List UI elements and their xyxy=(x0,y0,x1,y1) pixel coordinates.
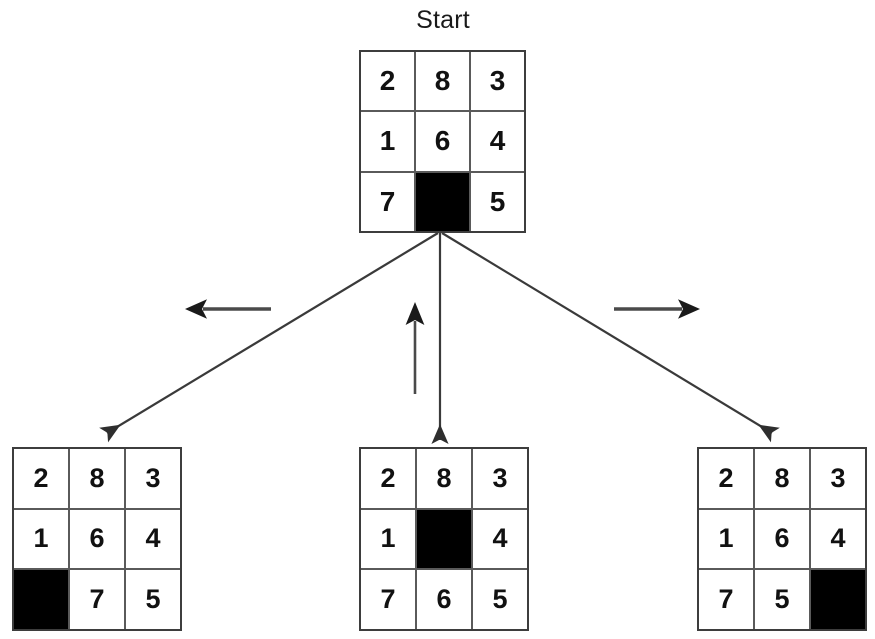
start-cell-2-2: 5 xyxy=(471,172,524,231)
start-cell-1-1: 6 xyxy=(416,112,469,171)
right-cell-1-1: 6 xyxy=(755,509,809,569)
right-cell-1-2: 4 xyxy=(811,509,865,569)
left-cell-2-1: 7 xyxy=(70,570,124,629)
successor-up-grid: 2 8 3 1 4 7 6 5 xyxy=(359,447,529,631)
right-cell-2-1: 5 xyxy=(755,570,809,629)
left-cell-0-1: 8 xyxy=(70,449,124,508)
start-label: Start xyxy=(416,6,470,34)
middle-cell-0-2: 3 xyxy=(473,449,527,508)
left-cell-1-2: 4 xyxy=(126,509,180,569)
start-cell-0-1: 8 xyxy=(416,52,469,111)
left-cell-2-0-blank xyxy=(14,570,68,629)
left-cell-2-2: 5 xyxy=(126,570,180,629)
successor-left-grid: 2 8 3 1 6 4 7 5 xyxy=(12,447,182,631)
edge-to-right-branch xyxy=(441,232,780,443)
right-cell-1-0: 1 xyxy=(699,509,753,569)
start-cell-0-2: 3 xyxy=(471,52,524,111)
middle-cell-2-2: 5 xyxy=(473,570,527,629)
start-cell-2-1-blank xyxy=(416,172,469,231)
right-cell-2-2-blank xyxy=(811,570,865,629)
left-cell-0-0: 2 xyxy=(14,449,68,508)
middle-cell-1-0: 1 xyxy=(361,509,415,569)
move-up-arrow-icon xyxy=(405,302,425,394)
middle-cell-1-1-blank xyxy=(417,509,471,569)
move-left-arrow-icon xyxy=(185,299,271,319)
right-cell-2-0: 7 xyxy=(699,570,753,629)
start-cell-0-0: 2 xyxy=(361,52,414,111)
right-cell-0-1: 8 xyxy=(755,449,809,508)
middle-cell-0-0: 2 xyxy=(361,449,415,508)
move-right-arrow-icon xyxy=(614,299,700,319)
middle-cell-1-2: 4 xyxy=(473,509,527,569)
middle-cell-0-1: 8 xyxy=(417,449,471,508)
right-cell-0-2: 3 xyxy=(811,449,865,508)
start-state-grid: 2 8 3 1 6 4 7 5 xyxy=(359,50,526,233)
start-cell-1-0: 1 xyxy=(361,112,414,171)
left-cell-0-2: 3 xyxy=(126,449,180,508)
right-cell-0-0: 2 xyxy=(699,449,753,508)
left-cell-1-0: 1 xyxy=(14,509,68,569)
middle-cell-2-1: 6 xyxy=(417,570,471,629)
left-cell-1-1: 6 xyxy=(70,509,124,569)
start-cell-1-2: 4 xyxy=(471,112,524,171)
edge-to-left-branch xyxy=(99,232,439,443)
successor-right-grid: 2 8 3 1 6 4 7 5 xyxy=(697,447,867,631)
start-cell-2-0: 7 xyxy=(361,172,414,231)
middle-cell-2-0: 7 xyxy=(361,570,415,629)
